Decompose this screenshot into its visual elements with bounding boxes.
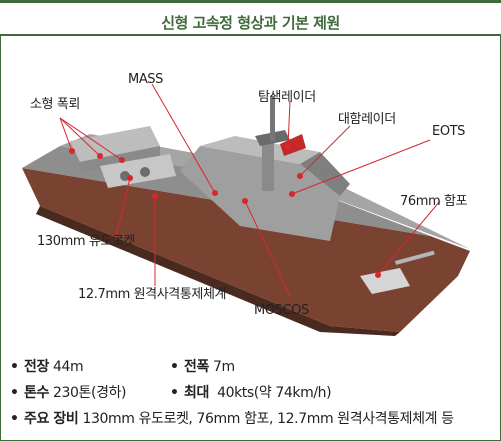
spec-equipment: •주요 장비 130mm 유도로켓, 76mm 함포, 12.7mm 원격사격통…	[10, 411, 454, 427]
spec-tonnage: •톤수 230톤(경하)	[10, 385, 127, 401]
ship-illustration	[22, 83, 470, 336]
label-moscos: MOSCOS	[254, 303, 309, 318]
search-radar-dish	[280, 134, 306, 156]
leader-small-bomb	[59, 117, 73, 152]
title-bar: 신형 고속정 형상과 기본 제원	[0, 0, 501, 36]
gun-76mm	[360, 268, 410, 294]
spec-speed: •최대 40kts(약 74km/h)	[170, 385, 332, 401]
title-divider	[0, 34, 501, 36]
label-gun76: 76mm 함포	[400, 194, 468, 209]
mast	[262, 136, 274, 191]
page-title: 신형 고속정 형상과 기본 제원	[161, 14, 340, 32]
leader-eots	[291, 139, 431, 195]
label-rocket130: 130mm 유도로켓	[37, 234, 136, 249]
leader-rocket	[114, 177, 131, 242]
spec-length: •전장 44m	[10, 359, 84, 375]
leader-gun76	[377, 200, 441, 276]
rocket-launcher	[100, 154, 176, 188]
ship-hull	[22, 168, 470, 332]
label-antiair-radar: 대함레이더	[338, 112, 396, 127]
small-bomb-launcher	[70, 126, 160, 162]
leader-mass	[151, 83, 216, 194]
spec-beam: •전폭 7m	[170, 359, 235, 375]
label-mass: MASS	[128, 72, 164, 87]
leader-search-radar	[287, 100, 291, 147]
leader-antiair-radar	[299, 125, 351, 177]
label-eots: EOTS	[432, 124, 466, 139]
leader-moscos	[244, 200, 291, 297]
label-search-radar: 탐색레이더	[258, 90, 316, 105]
label-small-bomb: 소형 폭뢰	[30, 97, 80, 112]
label-rws127: 12.7mm 원격사격통제체계	[78, 287, 227, 302]
superstructure	[180, 146, 340, 241]
